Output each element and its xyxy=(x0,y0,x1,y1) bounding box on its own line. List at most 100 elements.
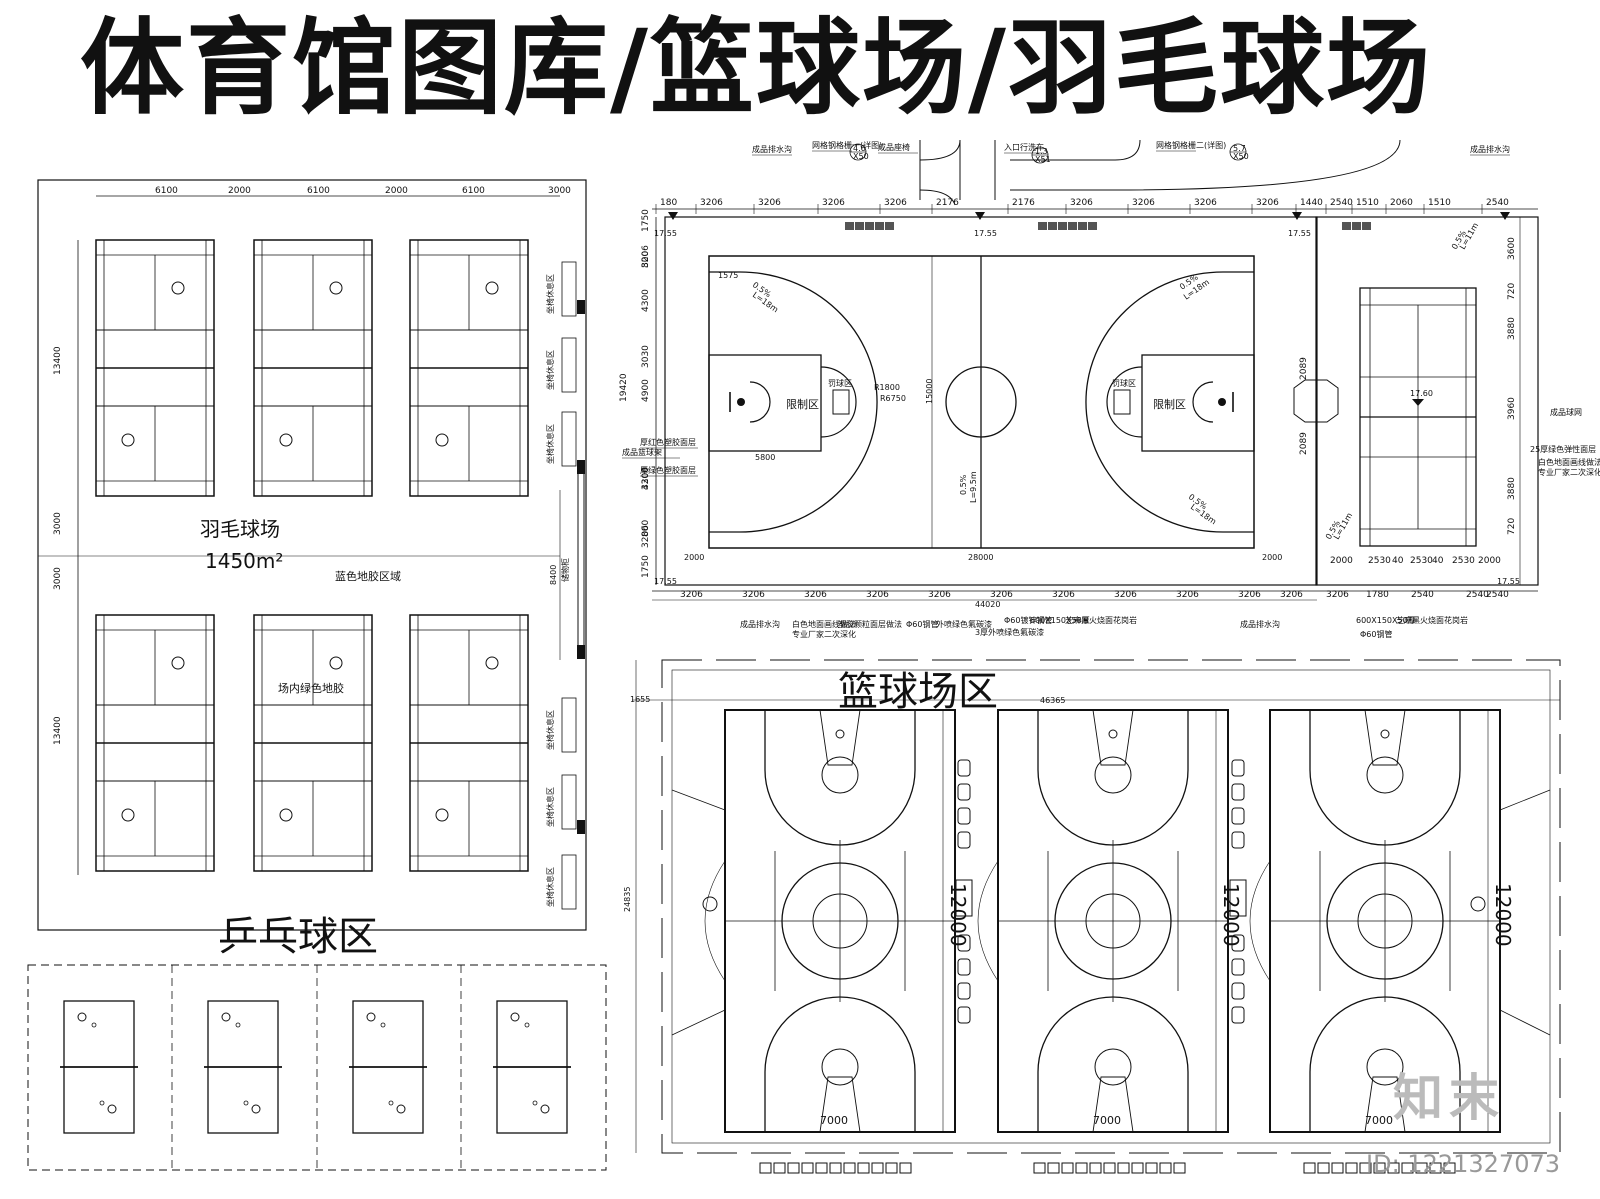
player-figure-icon xyxy=(435,808,449,822)
bench-seat-icon xyxy=(815,1162,828,1174)
plan-bottom-dim: 2540 xyxy=(1486,590,1509,600)
seat-bench: 坐椅休息区 xyxy=(545,697,577,753)
paddle-icon xyxy=(396,1104,406,1114)
bench-block xyxy=(875,222,884,230)
paddle-icon xyxy=(366,1012,376,1022)
chair-icon xyxy=(957,807,971,825)
paddle-icon xyxy=(540,1104,550,1114)
elev-a-2: 17.55 xyxy=(974,229,997,238)
bench-seat-icon xyxy=(1415,1162,1428,1174)
plan-top-dim: 180 xyxy=(660,198,677,208)
player-figure-icon xyxy=(171,281,185,295)
free-throw-left: 罚球区 xyxy=(828,378,852,388)
note-top: 网格钢格栅二(详图) xyxy=(1156,140,1226,150)
note-bottom: 成品排水沟 xyxy=(1240,619,1280,629)
bench-seat-icon xyxy=(1033,1162,1046,1174)
plan-top-dim: 3206 xyxy=(1256,198,1279,208)
free-throw-right: 罚球区 xyxy=(1112,378,1136,388)
elev-a-5: 17.55 xyxy=(1497,577,1520,586)
court-width-dim: 12000 xyxy=(1219,883,1243,947)
bench-seat-icon xyxy=(1145,1162,1158,1174)
pingpong-bay xyxy=(460,965,571,1170)
pingpong-bay xyxy=(316,965,427,1170)
slope-c-len: L=9.5m xyxy=(969,471,978,503)
basketball-site-plan: 限制区 限制区 罚球区 罚球区 R1800 R6750 5800 1575 28… xyxy=(619,139,1600,639)
elevation-marker-icon xyxy=(1292,212,1302,220)
elev-a-1: 17.55 xyxy=(654,229,677,238)
seat-label: 坐椅休息区 xyxy=(545,867,555,907)
plan-bottom-dim: 3206 xyxy=(866,590,889,600)
note-bottom: 外喷绿色氟碳漆 xyxy=(936,619,992,629)
chair-icon xyxy=(1231,934,1245,952)
plan-bottom-dim: 3206 xyxy=(1280,590,1303,600)
elev-b: 17.60 xyxy=(1410,389,1433,398)
bench-block xyxy=(1342,222,1351,230)
plan-right-dim: 2089 xyxy=(1299,432,1309,455)
note-bottom: Φ60镀锌钢管 xyxy=(1004,615,1052,625)
badminton-court xyxy=(253,614,373,872)
side-court-dim: 2530 xyxy=(1368,556,1391,566)
bench-seat-icon xyxy=(1359,1162,1372,1174)
plan-right-dim: 720 xyxy=(1507,518,1517,535)
note-right: 专业厂家二次深化 xyxy=(1538,467,1600,477)
bench-block xyxy=(1068,222,1077,230)
bench-seat-icon xyxy=(1131,1162,1144,1174)
note-top: 成品座椅 xyxy=(878,142,910,152)
plan-top-dim: 3206 xyxy=(822,198,845,208)
plan-bottom-dim: 3206 xyxy=(990,590,1013,600)
callout-number: 1.3 xyxy=(1035,147,1048,156)
chair-icon xyxy=(957,958,971,976)
seat-label: 坐椅休息区 xyxy=(545,274,555,314)
plan-top-dim: 1510 xyxy=(1428,198,1451,208)
plan-top-dim: 3206 xyxy=(884,198,907,208)
bd-top-dim-4: 6100 xyxy=(462,186,485,196)
plan-bottom-dim: 3206 xyxy=(1238,590,1261,600)
slope-c: 0.5% xyxy=(959,474,968,495)
bench-seat-icon xyxy=(1117,1162,1130,1174)
bench-seat-icon xyxy=(885,1162,898,1174)
paddle-icon xyxy=(251,1104,261,1114)
hoop-icon xyxy=(702,896,718,912)
bd-left-dim-3: 13400 xyxy=(53,716,63,745)
pingpong-area: 乒乓球区 xyxy=(27,914,607,1171)
bench-block xyxy=(855,222,864,230)
plan-bottom-dim: 3206 xyxy=(928,590,951,600)
green-zone-label: 场内绿色地胶 xyxy=(278,681,344,695)
seat-bench: 坐椅休息区 xyxy=(545,774,577,830)
badminton-boundary xyxy=(37,179,587,931)
plan-top-dim: 2176 xyxy=(1012,198,1035,208)
dim-h: 24835 xyxy=(623,887,632,912)
bench-seat-icon xyxy=(801,1162,814,1174)
player-figure-icon xyxy=(329,281,343,295)
radius-a: R1800 xyxy=(874,383,900,392)
plan-left-dim: 4900 xyxy=(641,379,651,402)
player-figure-icon xyxy=(279,433,293,447)
mid-dim: 8400 xyxy=(549,565,558,585)
bench-seat-icon xyxy=(1159,1162,1172,1174)
paddle-icon xyxy=(107,1104,117,1114)
chair-icon xyxy=(1231,807,1245,825)
badminton-court xyxy=(95,614,215,872)
bench-seat-icon xyxy=(759,1162,772,1174)
pingpong-label: 乒乓球区 xyxy=(218,914,378,960)
plan-bottom-dim: 3206 xyxy=(1114,590,1137,600)
basketball-area-boundary xyxy=(661,659,1561,1154)
note-top: 网格钢格栅一(详图) xyxy=(812,140,882,150)
chair-icon xyxy=(957,982,971,1000)
total-dim: 44020 xyxy=(975,600,1000,609)
side-court-dim: 2530 xyxy=(1410,556,1433,566)
bench-seat-icon xyxy=(843,1162,856,1174)
plan-bottom-dim: 2540 xyxy=(1411,590,1434,600)
plan-bottom-dim: 3206 xyxy=(1052,590,1075,600)
side-court-dim: 40 xyxy=(1392,556,1404,566)
bench-seat-icon xyxy=(1089,1162,1102,1174)
plan-left-dim: 3206 xyxy=(641,525,651,548)
chair-icon xyxy=(957,1006,971,1024)
bench-block xyxy=(885,222,894,230)
dim-2000-left: 2000 xyxy=(684,553,704,562)
bench-seat-icon xyxy=(1061,1162,1074,1174)
note-right: 25厚绿色弹性面层 xyxy=(1530,444,1596,454)
chair-icon xyxy=(957,934,971,952)
badminton-courts xyxy=(95,239,529,872)
